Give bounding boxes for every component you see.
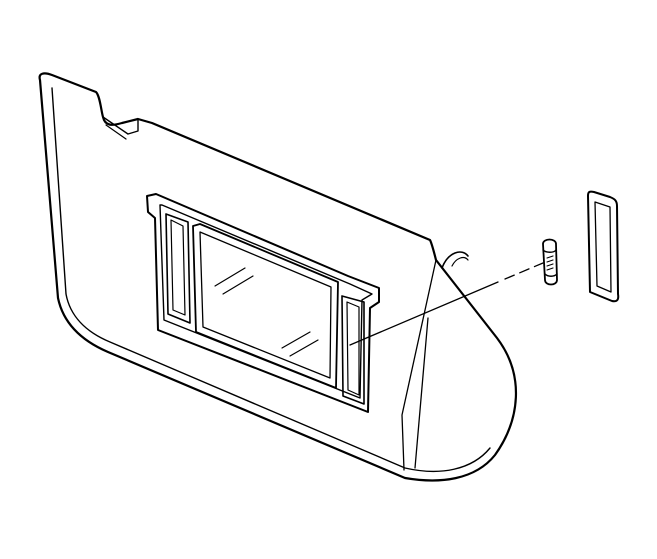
visor-crease-2 bbox=[414, 317, 429, 469]
reflection-upper bbox=[214, 267, 254, 295]
leader-dashed bbox=[504, 262, 544, 280]
bulb-filament bbox=[546, 255, 554, 271]
visor-notch-shadow bbox=[105, 124, 127, 140]
lens-inner bbox=[594, 201, 612, 293]
left-lamp-slot bbox=[165, 213, 191, 324]
visor-edge bbox=[51, 87, 491, 473]
leader-solid bbox=[349, 281, 499, 346]
mirror-glass-outer bbox=[192, 223, 339, 389]
mirror-glass-inner bbox=[199, 231, 332, 379]
visor-crease-1 bbox=[401, 259, 437, 471]
bulb-icon bbox=[542, 238, 558, 286]
lens-outer bbox=[587, 190, 620, 303]
reflection-lower bbox=[281, 331, 319, 357]
pivot-cutout bbox=[441, 251, 469, 269]
leader-line bbox=[349, 262, 544, 346]
visor-outline bbox=[38, 72, 517, 482]
right-lamp-slot bbox=[341, 295, 365, 405]
mirror-icon bbox=[146, 193, 380, 413]
lens-icon bbox=[587, 190, 620, 303]
bulb-cap-top bbox=[542, 249, 557, 253]
pivot-cutout-inner bbox=[451, 256, 469, 267]
visor-notch bbox=[102, 116, 139, 135]
right-lamp-slot-inner bbox=[346, 301, 360, 396]
mirror-frame-outer bbox=[146, 193, 380, 413]
bulb-cap-bottom bbox=[544, 273, 558, 277]
sun-visor-icon bbox=[38, 72, 517, 482]
bulb-body bbox=[542, 238, 558, 286]
mirror-frame-inner bbox=[159, 204, 373, 399]
left-lamp-slot-inner bbox=[170, 219, 186, 316]
